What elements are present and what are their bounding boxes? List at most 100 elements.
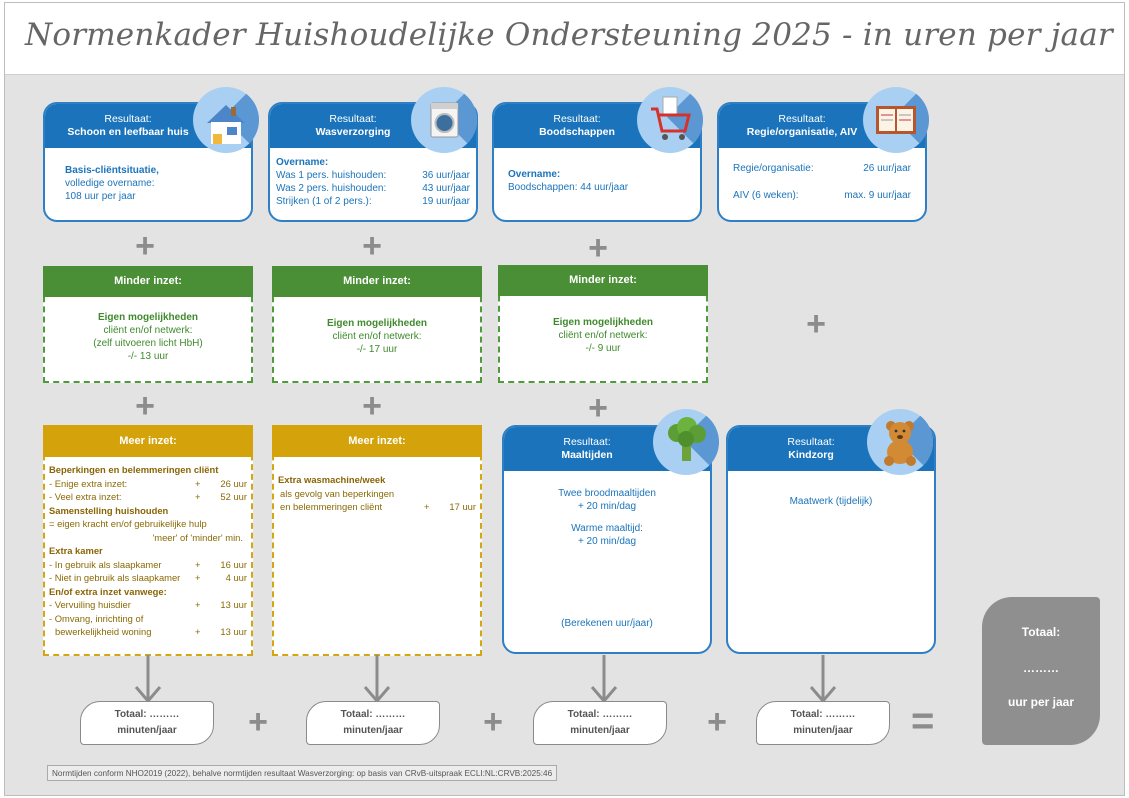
total-label: Totaal: ……… [567, 709, 633, 720]
teddy-bear-icon [867, 409, 933, 475]
total-minutes-box: Totaal: ……… minuten/jaar [80, 701, 214, 745]
row-value: max. 9 uur/jaar [844, 190, 911, 201]
row-label: Was 2 pers. huishouden: [276, 183, 387, 194]
plus-icon: + [135, 387, 155, 425]
row-plus: + [424, 501, 430, 512]
card-line: 108 uur per jaar [65, 191, 136, 202]
minder-inzet-body: Eigen mogelijkheden cliënt en/of netwerk… [500, 296, 706, 355]
plus-icon: + [588, 389, 608, 427]
row-label: - Veel extra inzet: [49, 491, 122, 502]
row-label: - Niet in gebruik als slaapkamer [49, 572, 181, 583]
minder-inzet-value: -/- 13 uur [127, 351, 169, 362]
equals-icon: = [911, 699, 935, 743]
card-body: Basis-cliëntsituatie, volledige overname… [45, 148, 251, 219]
house-icon [193, 87, 259, 153]
footnote: Normtijden conform NHO2019 (2022), behal… [47, 765, 558, 781]
card-row: Was 2 pers. huishouden:43 uur/jaar [276, 182, 470, 195]
plus-icon: + [483, 703, 503, 741]
row-value: 17 uur [449, 501, 476, 512]
meer-inzet-heading: Extra wasmachine/week [278, 474, 386, 485]
card-label: Resultaat: [778, 113, 826, 125]
card-body: Regie/organisatie:26 uur/jaar AIV (6 wek… [719, 148, 925, 216]
row-plus: + [195, 477, 201, 489]
meer-inzet-heading: Extra kamer [49, 545, 103, 556]
card-label: Resultaat: [329, 113, 377, 125]
row-value: 13 uur [220, 599, 247, 610]
card-line: + 20 min/dag [577, 501, 637, 512]
card-heading: Overname: [508, 169, 561, 180]
row-label: AIV (6 weken): [733, 190, 799, 201]
minder-inzet-bold: Eigen mogelijkheden [326, 318, 428, 329]
card-line: volledige overname: [65, 178, 155, 189]
agenda-icon [863, 87, 929, 153]
row-plus: + [195, 599, 201, 610]
card-line: + 20 min/dag [577, 536, 637, 547]
minder-inzet-box: Minder inzet: Eigen mogelijkheden cliënt… [272, 266, 482, 383]
page-title: Normenkader Huishoudelijke Ondersteuning… [25, 17, 1113, 53]
card-row: AIV (6 weken): max. 9 uur/jaar [733, 189, 911, 202]
plus-icon: + [362, 387, 382, 425]
card-title: Maaltijden [561, 449, 613, 461]
arrow-down-icon [363, 655, 391, 704]
row-label: - Enige extra inzet: [49, 477, 128, 489]
minder-inzet-value: -/- 17 uur [356, 344, 398, 355]
minder-inzet-bold: Eigen mogelijkheden [552, 317, 654, 328]
shopping-cart-icon [637, 87, 703, 153]
plus-icon: + [248, 703, 268, 741]
card-title: Regie/organisatie, AIV [746, 126, 858, 138]
minder-inzet-header: Minder inzet: [43, 266, 253, 297]
minder-inzet-header: Minder inzet: [498, 265, 708, 296]
card-row: Strijken (1 of 2 pers.): 19 uur/jaar [276, 195, 470, 208]
row-plus: + [195, 491, 201, 502]
meer-inzet-box: Meer inzet: Beperkingen en belemmeringen… [43, 425, 253, 656]
card-body: Maatwerk (tijdelijk) [728, 471, 934, 514]
card-label: Resultaat: [104, 113, 152, 125]
meer-inzet-row: - Veel extra inzet:+52 uur [49, 490, 247, 504]
card-row: Regie/organisatie:26 uur/jaar [733, 162, 911, 175]
meer-inzet-row: bewerkelijkheid woning+13 uur [49, 625, 247, 639]
total-unit: minuten/jaar [117, 725, 177, 736]
row-value: 16 uur [220, 558, 247, 570]
minder-inzet-box: Minder inzet: Eigen mogelijkheden cliënt… [498, 265, 708, 383]
card-row: Was 1 pers. huishouden:36 uur/jaar [276, 169, 470, 182]
card-line: Warme maaltijd: [571, 523, 643, 534]
minder-inzet-box: Minder inzet: Eigen mogelijkheden cliënt… [43, 266, 253, 383]
card-label: Resultaat: [563, 436, 611, 448]
meer-inzet-row: - Vervuiling huisdier +13 uur [49, 598, 247, 612]
title-bar: Normenkader Huishoudelijke Ondersteuning… [5, 3, 1124, 75]
row-label: - In gebruik als slaapkamer [49, 558, 162, 570]
meer-inzet-line: 'meer' of 'minder' min. [152, 531, 243, 543]
row-value: 36 uur/jaar [422, 170, 470, 181]
meer-inzet-row: - Niet in gebruik als slaapkamer+4 uur [49, 571, 247, 585]
meer-inzet-body: Beperkingen en belemmeringen cliënt - En… [45, 457, 251, 645]
row-value: 26 uur [220, 477, 247, 489]
plus-icon: + [806, 305, 826, 343]
meer-inzet-heading: En/of extra inzet vanwege: [49, 585, 167, 597]
card-line: Maatwerk (tijdelijk) [789, 496, 873, 507]
total-label: Totaal: ……… [340, 709, 406, 720]
total-unit: minuten/jaar [793, 725, 853, 736]
card-body: Overname: Was 1 pers. huishouden:36 uur/… [270, 148, 476, 216]
card-title: Wasverzorging [315, 126, 391, 138]
minder-inzet-value: -/- 9 uur [585, 343, 621, 354]
total-minutes-box: Totaal: ……… minuten/jaar [756, 701, 890, 745]
arrow-down-icon [809, 655, 837, 704]
card-line: (Berekenen uur/jaar) [561, 618, 653, 629]
total-unit: minuten/jaar [343, 725, 403, 736]
minder-inzet-line: cliënt en/of netwerk: [332, 331, 422, 342]
row-value: 19 uur/jaar [422, 196, 470, 207]
minder-inzet-line: (zelf uitvoeren licht HbH) [93, 338, 203, 349]
meer-inzet-line: - Omvang, inrichting of [49, 612, 144, 624]
row-label: - Vervuiling huisdier [49, 599, 131, 610]
grand-total-value: ……… [1023, 661, 1059, 675]
card-line: Basis-cliëntsituatie, [65, 165, 159, 176]
meer-inzet-header: Meer inzet: [43, 425, 253, 457]
meer-inzet-row: en belemmeringen cliënt+17 uur [278, 500, 476, 514]
card-line: Boodschappen: 44 uur/jaar [508, 182, 629, 193]
row-label: Strijken (1 of 2 pers.): [276, 196, 372, 207]
plus-icon: + [588, 229, 608, 267]
minder-inzet-line: cliënt en/of netwerk: [103, 325, 193, 336]
row-value: 26 uur/jaar [863, 163, 911, 174]
meer-inzet-row: - Enige extra inzet: +26 uur [49, 477, 247, 491]
row-plus: + [195, 572, 201, 583]
